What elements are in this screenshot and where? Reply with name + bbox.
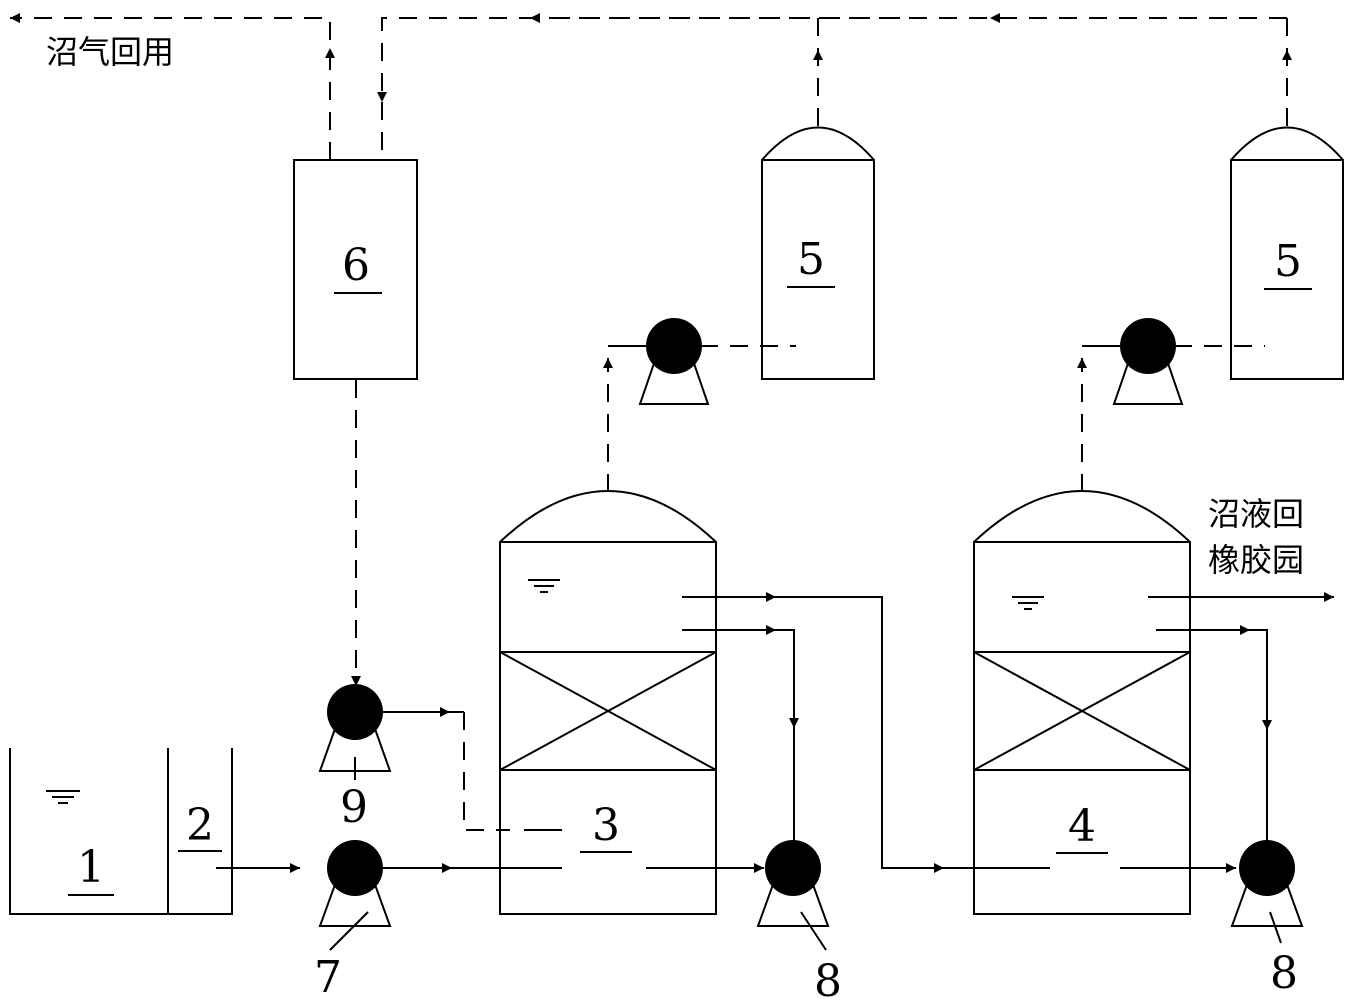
gas-holder-a [761,126,875,380]
label-3: 3 [592,800,620,851]
pump-8b [1230,840,1304,944]
reactor-3 [499,490,717,915]
label-8a: 8 [814,956,842,1005]
label-6: 6 [342,240,370,291]
pump-7 [318,840,392,951]
liquid-lines [216,592,1334,873]
label-4: 4 [1068,801,1096,852]
gas-unit-6 [293,159,418,380]
label-5b: 5 [1274,236,1302,287]
pump-8a [756,840,830,951]
slurry-label-line1: 沼液回 [1208,495,1304,533]
gas-pump-b [1112,318,1184,405]
biogas-reuse-label: 沼气回用 [46,33,174,71]
slurry-label-line2: 橡胶园 [1208,541,1304,579]
reactor-4 [973,490,1191,915]
sump-tank [9,748,233,915]
gas-lines [10,13,1292,831]
pump-9 [318,684,392,780]
label-8b: 8 [1270,948,1298,999]
label-1: 1 [77,842,105,893]
label-2: 2 [186,800,214,851]
gas-holder-b [1230,126,1344,380]
label-7: 7 [314,952,342,1003]
label-9: 9 [340,782,368,833]
gas-pump-a [638,318,710,405]
label-5a: 5 [797,234,825,285]
